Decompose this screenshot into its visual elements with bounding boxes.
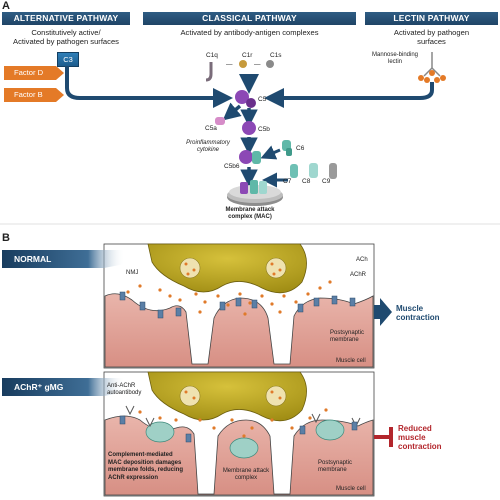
factor-b-label: Factor B (14, 90, 43, 99)
dash-1: — (226, 61, 233, 68)
c6-to-c5b6-arrow (260, 145, 281, 160)
panel-b-letter: B (2, 232, 10, 244)
normal-postsynaptic-label: Postsynaptic membrane (330, 330, 365, 343)
c5b-icon (242, 121, 256, 135)
normal-tag: NORMAL (14, 254, 52, 264)
reduced-contraction-label: Reduced muscle contraction (398, 424, 442, 451)
mbl-label: Mannose-binding lectin (371, 52, 419, 65)
c5b-label: C5b (258, 126, 270, 133)
gmg-mac-deposits (145, 419, 345, 459)
achr-label: AChR (350, 272, 367, 278)
gmg-postsynaptic-label: Postsynaptic membrane (318, 460, 353, 473)
alternative-pathway-header: ALTERNATIVE PATHWAY (2, 12, 130, 25)
c1q-icon (205, 62, 213, 82)
normal-muscle-cell-label: Muscle cell (336, 358, 366, 364)
panel-a-letter: A (2, 0, 10, 12)
alternative-subtitle: Constitutively active/ Activated by path… (13, 28, 119, 46)
mannose-binding-lectin-icon (418, 52, 446, 83)
proinflammatory-label: Proinflammatory cytokine (186, 140, 230, 153)
c5-icon (235, 90, 256, 108)
classical-pathway-header: CLASSICAL PATHWAY (143, 12, 356, 25)
gmg-vesicle-2 (265, 385, 287, 407)
lectin-subtitle: Activated by pathogen surfaces (393, 28, 470, 46)
normal-vesicle-2 (265, 257, 287, 279)
gmg-tag-banner (2, 378, 125, 396)
c3-box: C3 (57, 52, 79, 67)
muscle-contraction-label: Muscle contraction (396, 304, 440, 322)
c9-label: C9 (322, 178, 331, 185)
lectin-to-c5-arrow (264, 82, 434, 108)
autoantibody-label: Anti-AChR autoantibody (107, 383, 142, 396)
gmg-muscle-cell-label: Muscle cell (336, 486, 366, 492)
ach-label: ACh (356, 257, 368, 263)
alternative-to-c5-arrow (65, 66, 233, 108)
c1s-icon (266, 60, 274, 68)
c1s-label: C1s (270, 52, 282, 59)
gmg-mac-label: Membrane attack complex (222, 468, 270, 481)
c9-icon (329, 163, 337, 179)
gmg-tag: AChR⁺ gMG (14, 382, 64, 392)
c3-label: C3 (63, 55, 73, 64)
dash-2: — (254, 61, 261, 68)
normal-nerve-terminal (147, 243, 307, 294)
c7-icon (290, 164, 298, 178)
factor-d-label: Factor D (14, 68, 44, 77)
gmg-achr-receptors (119, 415, 358, 443)
c8-icon (309, 163, 318, 178)
c1r-label: C1r (242, 52, 253, 59)
c5a-icon (215, 117, 225, 125)
normal-vesicle-1 (179, 257, 201, 279)
c5b6-label: C5b6 (224, 163, 240, 170)
c5a-label: C5a (205, 125, 217, 132)
c5b6-icon (239, 150, 261, 164)
factor-arrows (4, 66, 64, 102)
nmj-label: NMJ (126, 270, 139, 276)
factor-b-arrow (4, 88, 64, 102)
muscle-contraction-arrow (374, 298, 392, 326)
normal-ach-molecules (126, 262, 332, 316)
gmg-vesicle-1 (179, 385, 201, 407)
complement-cascade-graphic (0, 52, 500, 225)
c1q-label: C1q (206, 52, 218, 59)
normal-achr-receptors (119, 291, 356, 319)
factor-d-arrow (4, 66, 64, 80)
c6-icon (282, 140, 292, 156)
c7-label: C7 (283, 178, 292, 185)
gmg-ach-molecules (138, 390, 328, 438)
c1r-icon (239, 60, 247, 68)
c5-label: C5 (258, 96, 267, 103)
normal-tag-banner (2, 250, 125, 268)
c8-label: C8 (302, 178, 311, 185)
classical-subtitle: Activated by antibody-antigen complexes (180, 28, 319, 37)
gmg-mechanism-label: Complement-mediated MAC deposition damag… (108, 452, 184, 481)
c5-to-c5a-arrow (222, 102, 242, 121)
c6-label: C6 (296, 145, 305, 152)
mac-complex-icon (227, 180, 283, 206)
lectin-pathway-header: LECTIN PATHWAY (365, 12, 498, 25)
gmg-nerve-terminal (147, 371, 307, 422)
mac-label: Membrane attack complex (MAC) (225, 207, 275, 220)
